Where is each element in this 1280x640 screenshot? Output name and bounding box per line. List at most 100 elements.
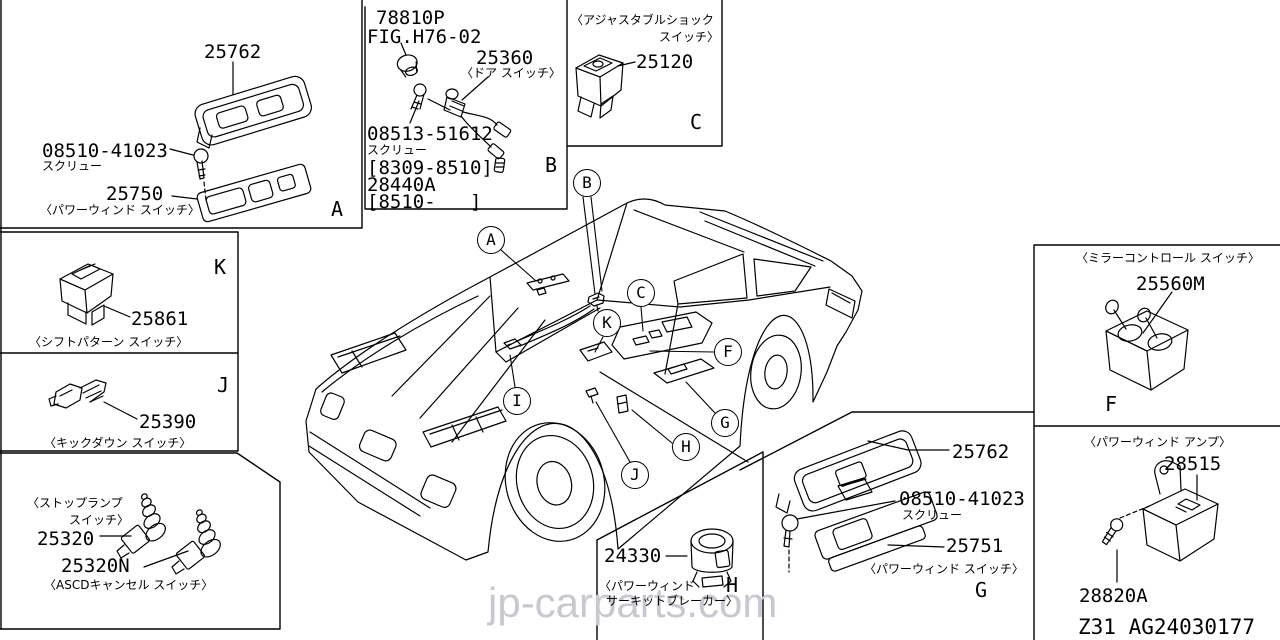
callout-circle-g: G bbox=[711, 409, 739, 437]
caption-circuit-breaker-1: 〈パワーウィンド bbox=[599, 579, 696, 593]
caption-door-switch: 〈ドア スイッチ〉 bbox=[461, 66, 561, 80]
part-number-25762-a: 25762 bbox=[204, 41, 262, 63]
caption-power-window-switch-g: 〈パワーウィンド スイッチ〉 bbox=[864, 562, 1024, 576]
watermark: jp-carparts.com bbox=[488, 579, 778, 626]
caption-ascd-cancel: 〈ASCDキャンセル スイッチ〉 bbox=[44, 578, 214, 592]
caption-adjustable-shock-2: スイッチ〉 bbox=[659, 30, 720, 44]
windshield bbox=[489, 202, 628, 353]
section-letter-a: A bbox=[331, 197, 344, 221]
finisher-plate-a bbox=[194, 75, 313, 146]
callout-circle-h: H bbox=[672, 433, 700, 461]
caption-stop-lamp-2: スイッチ〉 bbox=[69, 513, 130, 527]
box-b-border bbox=[364, 0, 568, 210]
part-number-25320: 25320 bbox=[37, 528, 95, 550]
hatch-glass-lines bbox=[699, 211, 824, 267]
leader-25750 bbox=[171, 195, 198, 200]
leader-25861 bbox=[103, 305, 131, 318]
part-number-28515: 28515 bbox=[1164, 453, 1222, 475]
door-shut-line bbox=[664, 303, 679, 375]
screw-label-a: スクリュー bbox=[42, 159, 103, 173]
part-target-a-hole1 bbox=[537, 278, 543, 284]
callout-circle-k: K bbox=[593, 309, 621, 337]
leader-25320n bbox=[143, 550, 189, 568]
console-shifter bbox=[661, 316, 693, 333]
fig-reference: FIG.H76-02 bbox=[367, 26, 482, 48]
switch-g-knob bbox=[837, 477, 873, 501]
leader-25762-g bbox=[867, 440, 950, 451]
caption-shift-pattern: 〈シフトパターン スイッチ〉 bbox=[29, 335, 189, 349]
leader-08510-a bbox=[169, 148, 194, 156]
part-number-28440a: 28440A bbox=[367, 174, 436, 196]
harness-lines bbox=[514, 305, 595, 347]
box-amp-drawing bbox=[1101, 460, 1219, 583]
box-k-drawing bbox=[59, 263, 131, 326]
leader-25751 bbox=[887, 544, 945, 548]
callout-circle-j: J bbox=[621, 461, 649, 489]
leader-08510-g bbox=[796, 500, 896, 520]
part-target-b-grommet bbox=[587, 292, 605, 312]
box-stoplamp-border bbox=[0, 452, 281, 630]
screw-b-to-switch bbox=[427, 98, 451, 111]
section-letter-c: C bbox=[690, 110, 703, 134]
caption-stop-lamp-1: 〈ストップランプ bbox=[27, 496, 123, 510]
section-letter-h: H bbox=[726, 573, 739, 597]
callout-circle-b: B bbox=[573, 169, 601, 197]
box-c-drawing bbox=[575, 54, 636, 119]
leader-25360 bbox=[461, 76, 489, 101]
part-number-08513: 08513-51612 bbox=[367, 123, 493, 145]
part-number-28820a: 28820A bbox=[1079, 585, 1148, 607]
rear-wheel bbox=[750, 334, 802, 410]
box-a-drawing bbox=[169, 61, 313, 223]
callout-leaders bbox=[500, 196, 716, 463]
caption-power-window-switch-a: 〈パワーウィンド スイッチ〉 bbox=[40, 203, 200, 217]
headlight-recess-right bbox=[422, 406, 507, 448]
part-number-25560m: 25560M bbox=[1136, 273, 1205, 295]
screw-g bbox=[781, 514, 799, 548]
box-g-border bbox=[739, 411, 1035, 471]
box-h-drawing bbox=[665, 528, 734, 588]
plunger-switch bbox=[116, 493, 166, 559]
box-b-drawing bbox=[396, 42, 512, 173]
box-k-border bbox=[0, 231, 239, 354]
car-body-outline bbox=[305, 198, 863, 561]
door-bottom-line bbox=[599, 371, 749, 463]
finisher-plate-g-tab bbox=[775, 493, 791, 514]
part-number-25861: 25861 bbox=[131, 308, 189, 330]
callout-circle-c: C bbox=[627, 279, 655, 307]
part-target-a-hole2 bbox=[550, 275, 556, 281]
screw-amp-dashed bbox=[1119, 504, 1153, 519]
leader-78810p bbox=[400, 42, 407, 56]
part-number-25390: 25390 bbox=[139, 411, 197, 433]
switch-g bbox=[814, 491, 938, 572]
part-number-25320n: 25320N bbox=[61, 555, 130, 577]
part-number-25750: 25750 bbox=[106, 183, 164, 205]
marker-lamp-1 bbox=[320, 392, 345, 420]
grommet-78810p bbox=[396, 54, 418, 78]
door-window bbox=[673, 253, 748, 305]
cowl-line bbox=[495, 307, 601, 363]
caption-kickdown: 〈キックダウン スイッチ〉 bbox=[44, 436, 192, 450]
part-number-78810p: 78810P bbox=[376, 7, 445, 29]
door-armrest-switch bbox=[653, 358, 715, 384]
roof-rail bbox=[633, 209, 745, 253]
box-a-border bbox=[0, 0, 363, 229]
part-number-24330: 24330 bbox=[604, 545, 662, 567]
part-target-a bbox=[526, 273, 570, 296]
part-number-25751: 25751 bbox=[946, 535, 1004, 557]
part-target-j bbox=[585, 387, 599, 404]
marker-lamp-2 bbox=[358, 429, 397, 462]
quarter-window bbox=[753, 258, 812, 297]
section-letter-k: K bbox=[214, 255, 227, 279]
callout-circle-i: I bbox=[503, 387, 531, 415]
part-number-25120: 25120 bbox=[636, 51, 694, 73]
part-number-08510-g: 08510-41023 bbox=[899, 488, 1025, 510]
caption-mirror-control: 〈ミラーコントロール スイッチ〉 bbox=[1076, 251, 1260, 265]
leader-25120 bbox=[617, 61, 636, 67]
caption-circuit-breaker-2: サーキットブレーカー〉 bbox=[606, 594, 739, 608]
caption-power-window-amp: 〈パワーウィンド アンプ〉 bbox=[1084, 435, 1231, 449]
screw-b bbox=[410, 83, 427, 110]
marker-lamp-3 bbox=[420, 474, 457, 508]
